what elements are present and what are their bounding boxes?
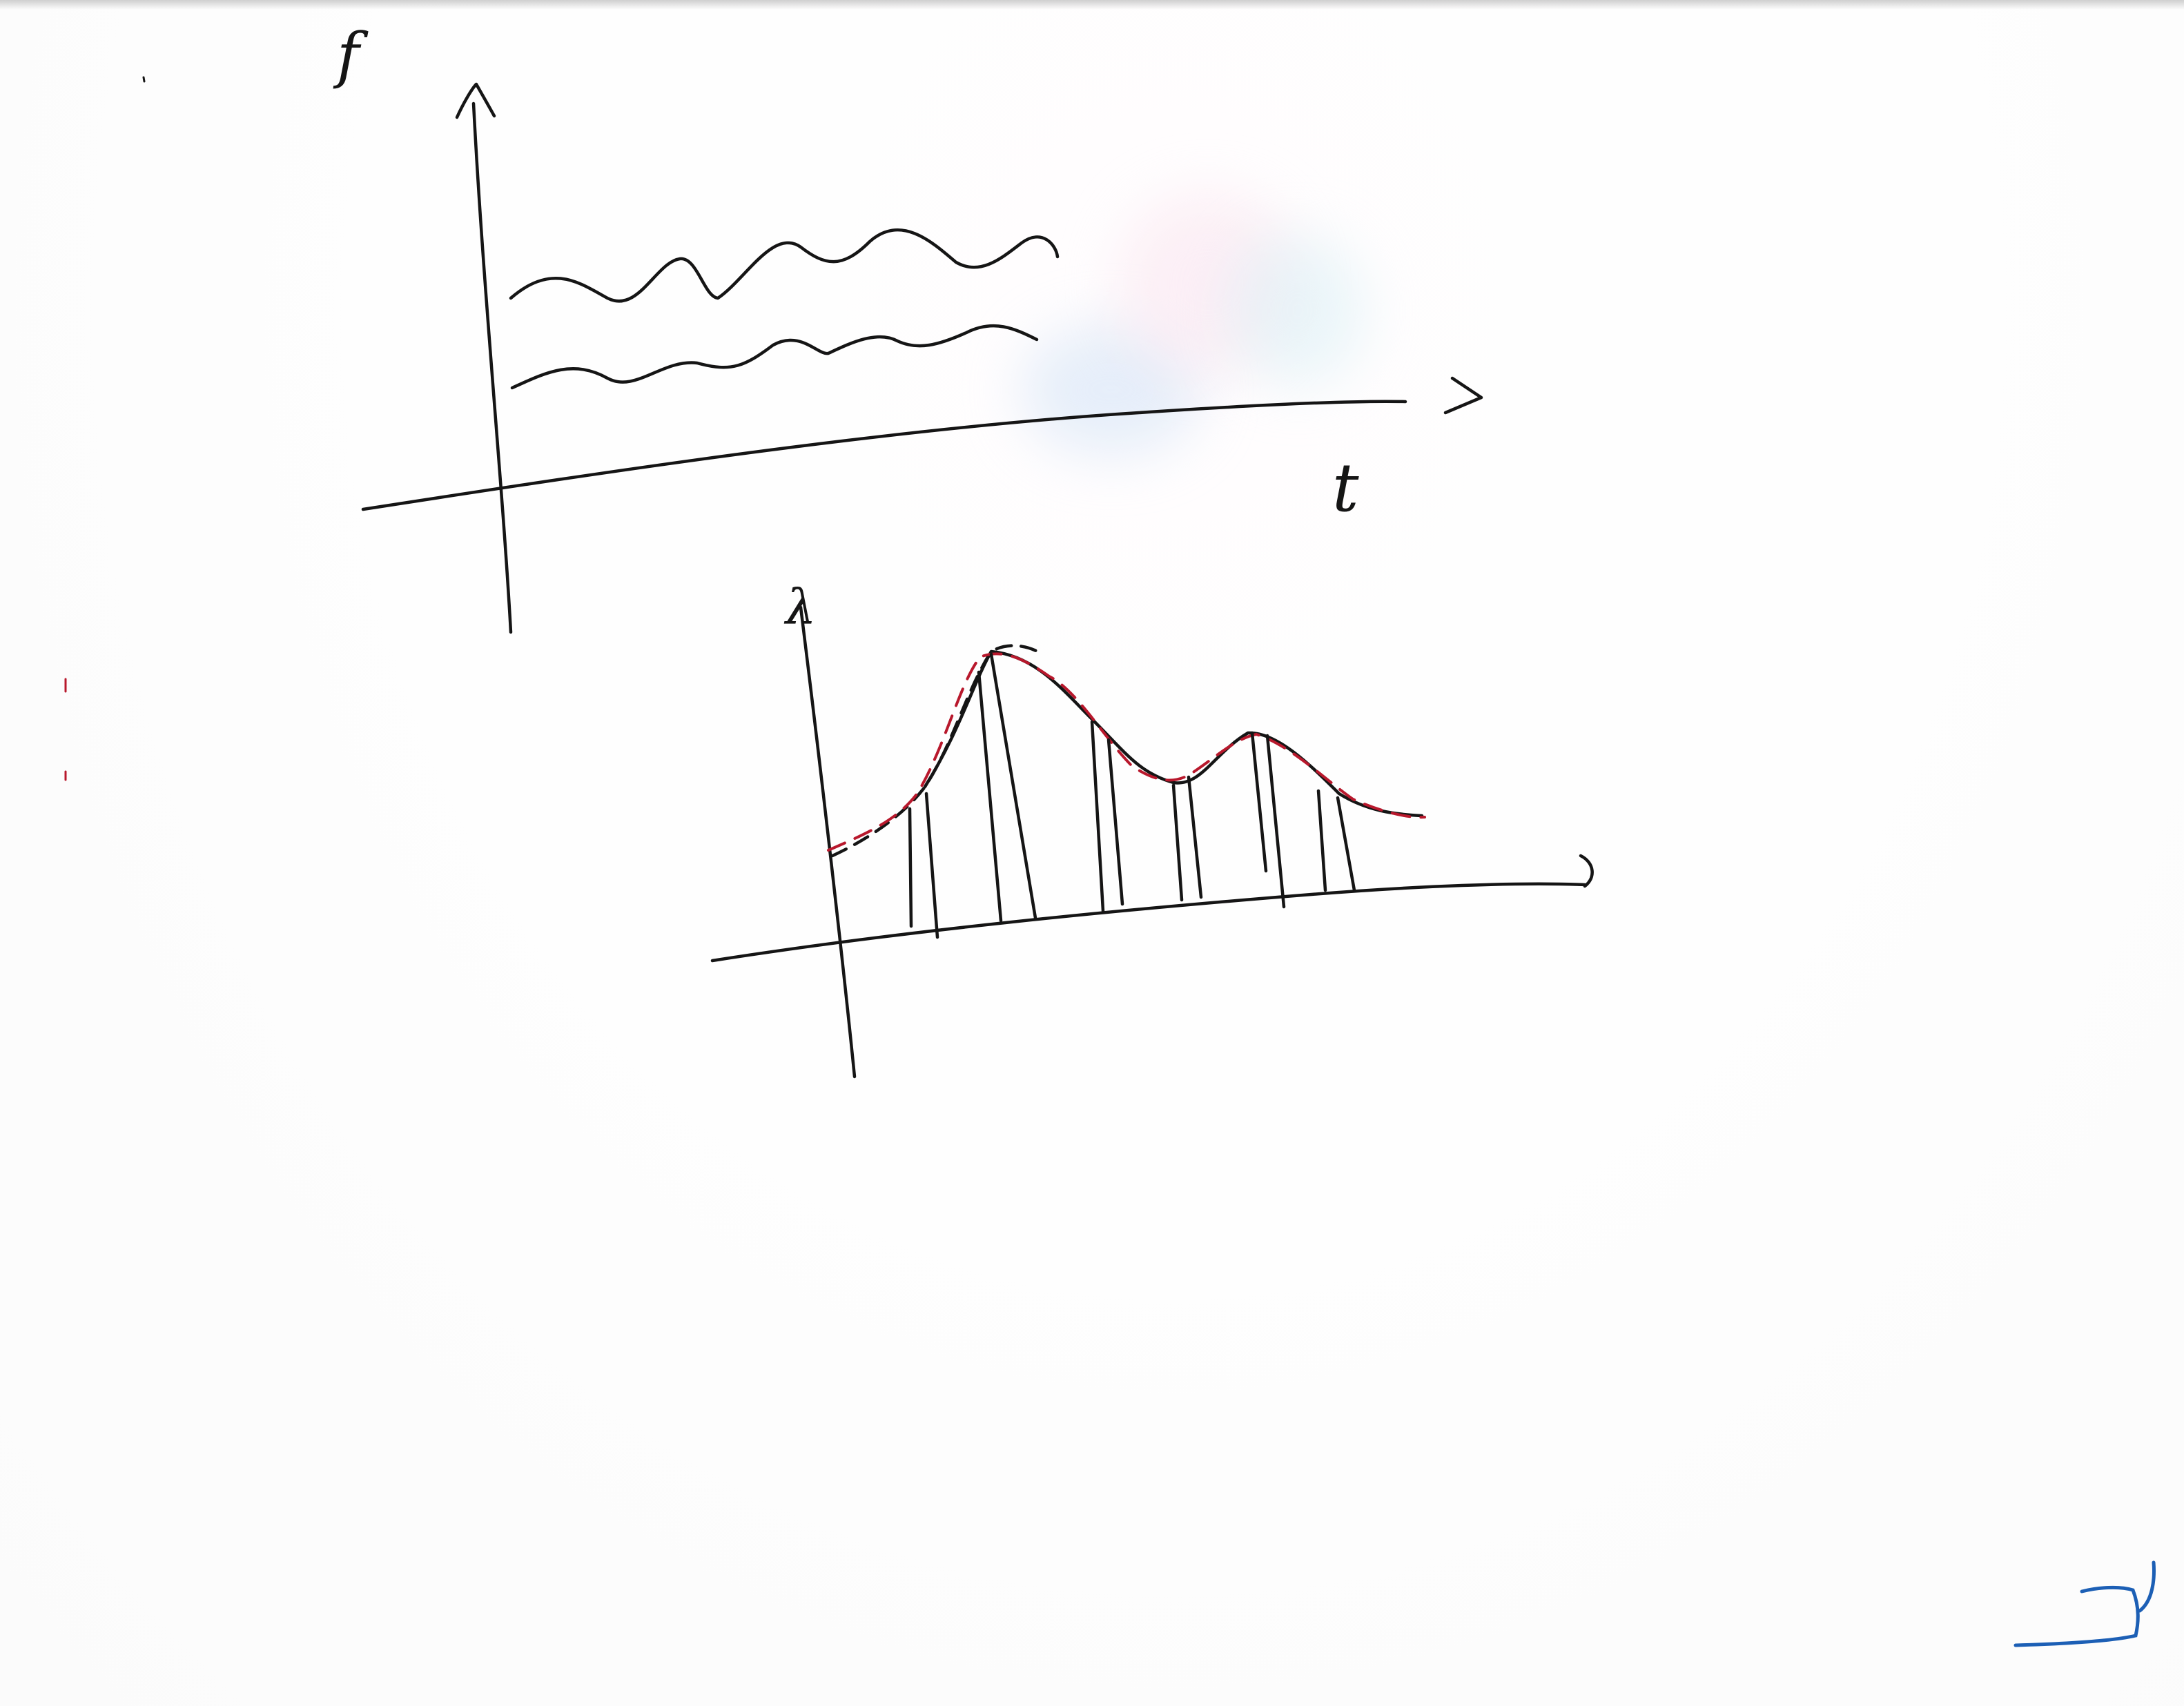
top-graph-y-arrowhead [455,82,496,119]
svg-text:t: t [1332,449,1359,527]
sample-line [1250,731,1268,873]
sample-line [1187,775,1203,899]
blue-corner-scribble-tick [2138,1560,2156,1613]
bottom-graph: λ [710,579,1594,1079]
bottom-graph-y-axis [799,605,857,1079]
top-graph-upper-wave [509,228,1060,303]
stray-marks [64,76,146,781]
top-graph-lower-wave [510,324,1039,390]
sample-line [1171,783,1184,902]
top-graph-y-axis [471,101,513,634]
board-top-edge [0,0,2184,10]
svg-text:λ: λ [783,579,816,636]
top-graph-x-arrowhead [1443,376,1483,415]
bottom-graph-red-dashed-curve [827,652,1426,852]
bottom-graph-y-label: λ [783,579,816,636]
svg-text:f: f [333,19,369,90]
bottom-graph-x-arrow-tail [1579,854,1594,888]
bottom-graph-sample-lines [908,652,1356,939]
sample-line [977,670,1003,923]
glare-spot-cyan [1229,235,1367,386]
top-graph: f t [333,19,1483,634]
sample-line [924,792,939,939]
blue-corner-scribble [2014,1585,2140,1647]
sample-line [1316,789,1327,892]
sample-line [908,807,913,928]
top-graph-y-label: f [333,19,369,90]
bottom-graph-x-axis [710,882,1587,963]
sample-line [1336,796,1356,892]
sample-line [989,652,1037,920]
sample-line [1090,720,1105,913]
top-graph-x-axis [361,400,1407,511]
top-graph-x-label: t [1332,449,1359,527]
sample-line [1106,738,1124,906]
sample-line [1265,734,1286,909]
